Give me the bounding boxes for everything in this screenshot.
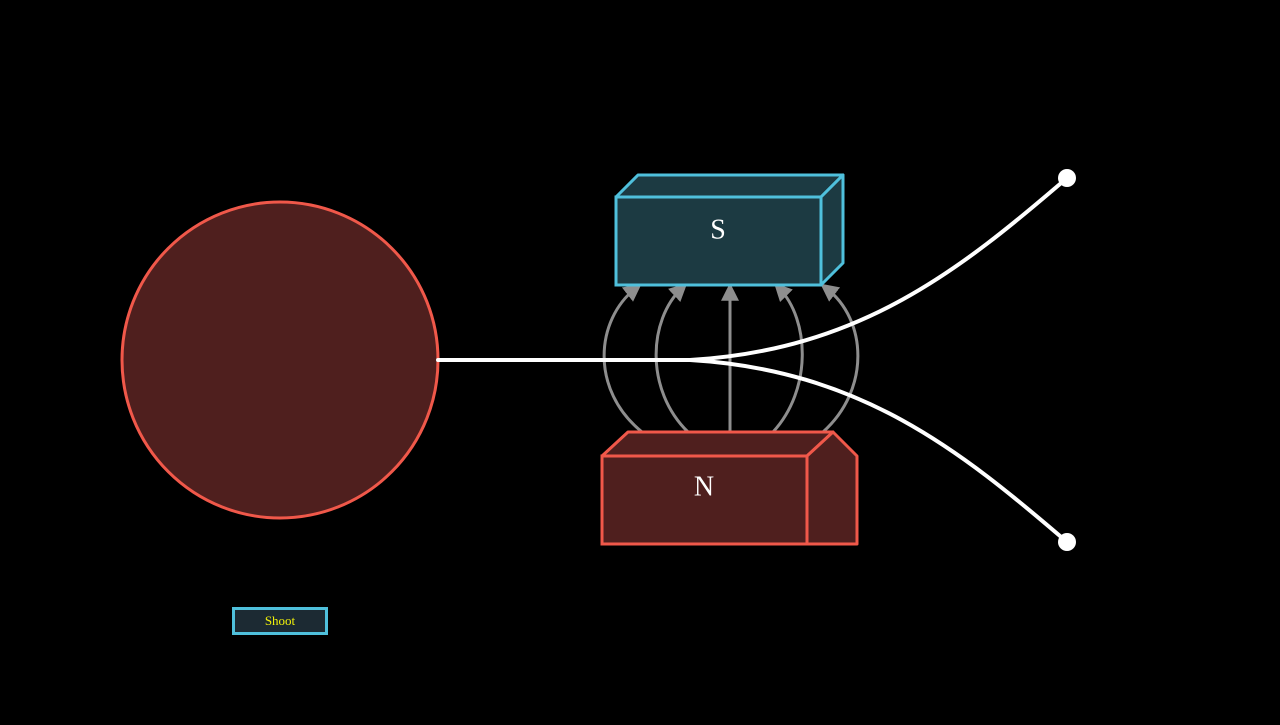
field-line-5 bbox=[820, 283, 860, 434]
north-magnet: N bbox=[600, 430, 859, 546]
south-magnet-front-face bbox=[614, 195, 823, 287]
north-magnet-label: N bbox=[694, 471, 714, 502]
field-lines bbox=[602, 282, 860, 434]
field-line-4 bbox=[771, 282, 804, 434]
field-line-2 bbox=[654, 283, 690, 434]
beam-deflected-up bbox=[688, 176, 1069, 362]
south-magnet-top-face bbox=[614, 173, 845, 199]
particle-beam bbox=[436, 176, 1069, 544]
south-magnet-label: S bbox=[710, 214, 726, 245]
north-magnet-top-face bbox=[600, 430, 835, 458]
north-magnet-front-face bbox=[600, 454, 809, 546]
beam-endpoint-bottom bbox=[1058, 533, 1076, 551]
field-line-1 bbox=[602, 283, 643, 434]
north-magnet-side-face bbox=[805, 430, 859, 546]
particle-source bbox=[120, 200, 440, 520]
shoot-button[interactable]: Shoot bbox=[232, 607, 328, 635]
beam-deflected-down bbox=[688, 358, 1069, 544]
beam-endpoint-top bbox=[1058, 169, 1076, 187]
south-magnet: S bbox=[614, 173, 845, 287]
